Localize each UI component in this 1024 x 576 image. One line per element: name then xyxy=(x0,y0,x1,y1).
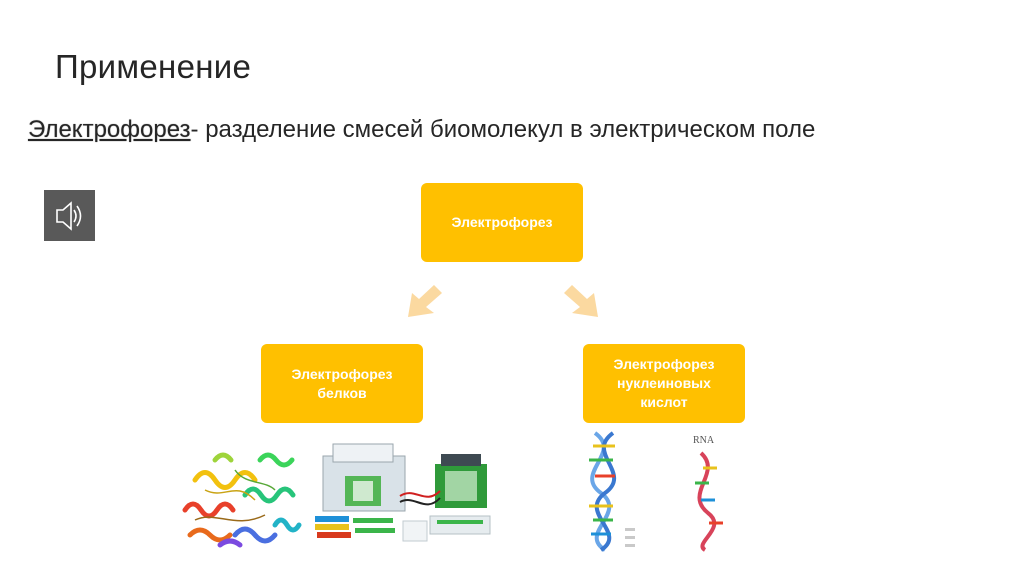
protein-structure-image xyxy=(182,452,302,548)
definition-text: Электрофорез- разделение смесей биомолек… xyxy=(28,116,815,144)
speaker-icon xyxy=(55,200,81,231)
arrow-down-right-icon xyxy=(564,285,598,317)
rna-label: RNA xyxy=(693,435,715,446)
electrophoresis-apparatus-image xyxy=(315,443,491,542)
definition-term: Электрофорез xyxy=(28,116,191,143)
diagram-node-electrophoresis: Электрофорез xyxy=(421,183,583,262)
definition-rest: - разделение смесей биомолекул в электри… xyxy=(190,116,816,143)
diagram-node-nucleic-acid-electrophoresis: Электрофорез нуклеиновых кислот xyxy=(583,344,745,423)
audio-button[interactable] xyxy=(44,190,95,241)
slide-title: Применение xyxy=(55,48,252,85)
dna-rna-helix-image: RNA xyxy=(589,431,723,552)
diagram-node-protein-electrophoresis: Электрофорез белков xyxy=(261,344,423,423)
arrow-down-left-icon xyxy=(408,285,442,317)
